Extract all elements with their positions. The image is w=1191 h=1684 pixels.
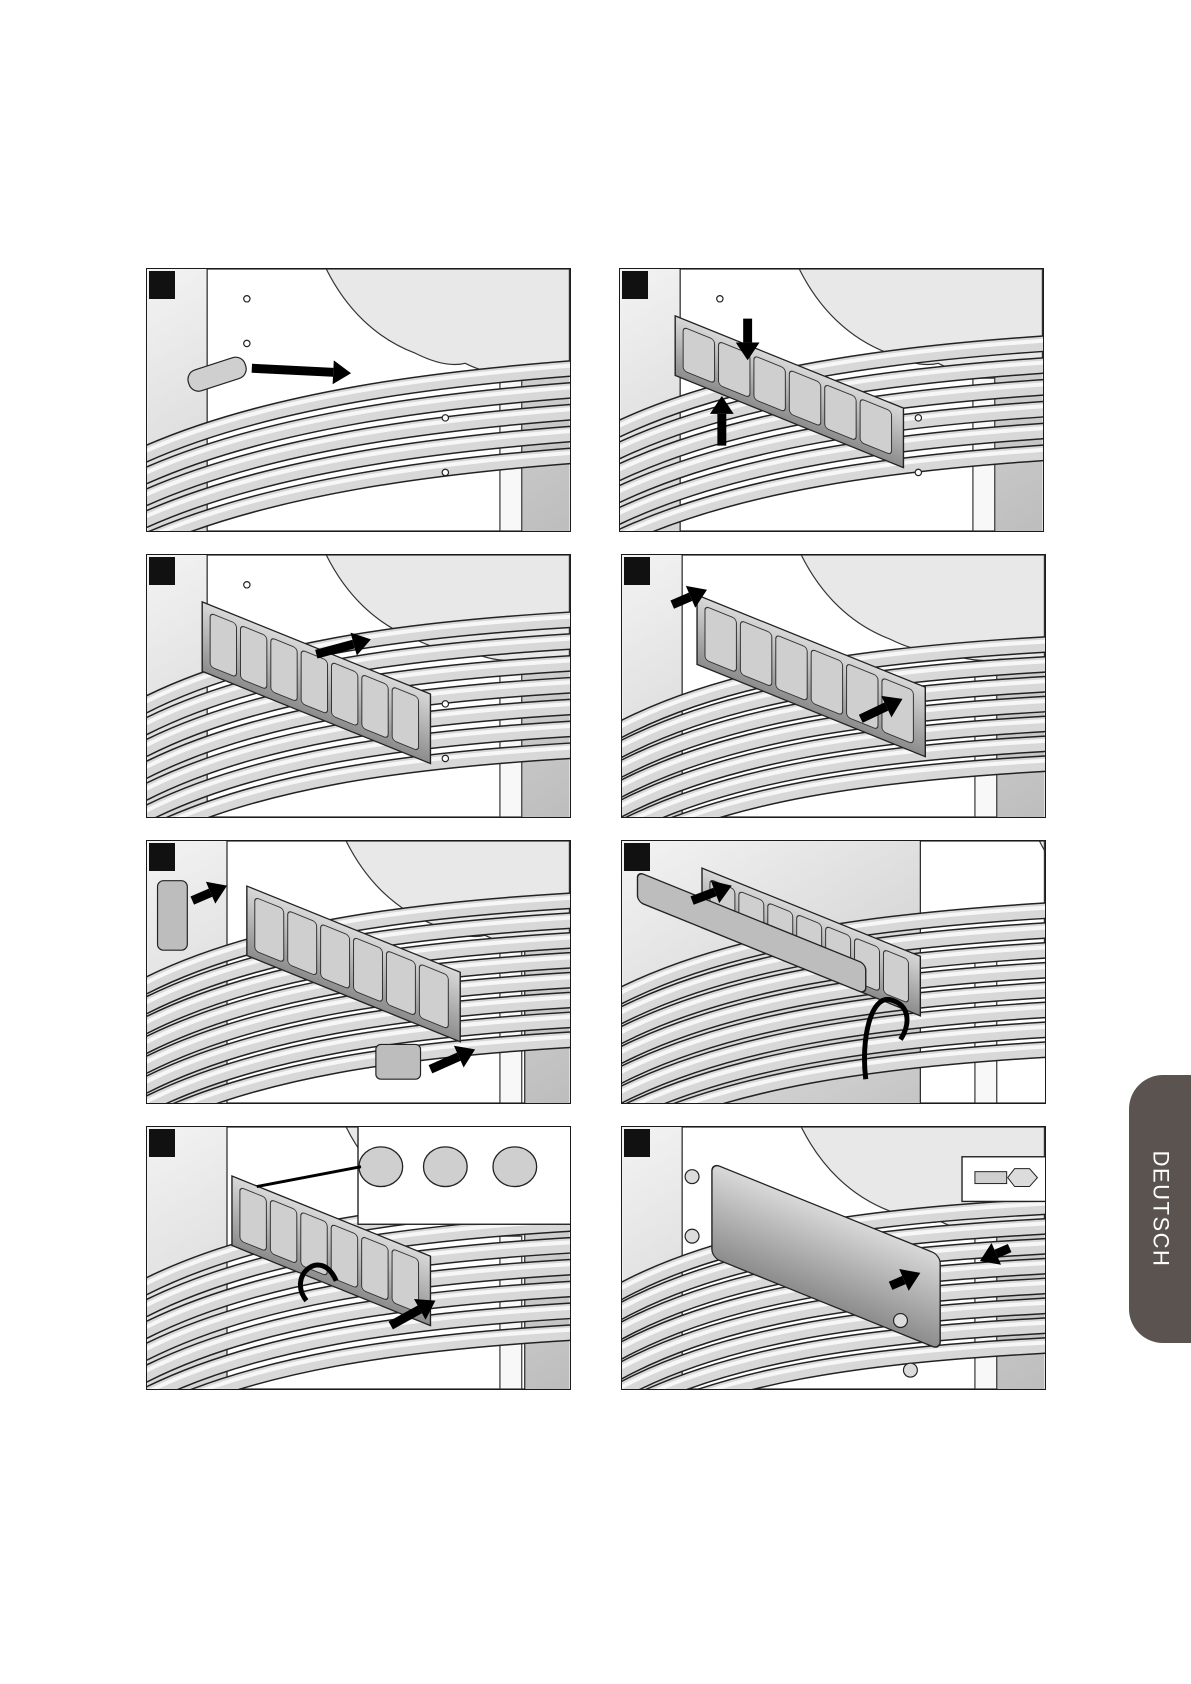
sealing-module-detail [424, 1147, 468, 1187]
mounting-hole [442, 701, 448, 707]
sealing-module [301, 650, 327, 714]
mounting-hole [244, 582, 250, 588]
mounting-hole [442, 469, 448, 475]
mounting-hole [442, 415, 448, 421]
step-number-marker [624, 843, 650, 871]
sealing-module [321, 924, 350, 989]
illustration-frame-with-modules [147, 841, 570, 1103]
sealing-module [270, 1199, 296, 1263]
sealing-module [240, 625, 266, 689]
sealing-module [362, 1236, 388, 1300]
illustration-frame-side-parts [620, 269, 1043, 531]
figure-step-8 [621, 1126, 1046, 1390]
step-number-marker [149, 557, 175, 585]
step-number-marker [624, 1129, 650, 1157]
sealing-module [255, 897, 284, 962]
sealing-module [354, 937, 383, 1002]
step-number-marker [149, 1129, 175, 1157]
sealing-module [240, 1187, 266, 1251]
mounting-hole [717, 296, 723, 302]
mounting-hole [244, 340, 250, 346]
figure-step-5 [146, 840, 571, 1104]
side-part [158, 881, 188, 950]
sealing-module [362, 674, 388, 738]
screw-head [903, 1363, 917, 1377]
illustration-screw-fastening [622, 1127, 1045, 1389]
sealing-module [271, 638, 297, 702]
language-tab-label: DEUTSCH [1147, 1151, 1173, 1268]
sealing-module [331, 662, 357, 726]
mounting-hole [442, 755, 448, 761]
illustration-module-detail [147, 1127, 570, 1389]
sealing-module-loose [376, 1044, 421, 1079]
direction-arrow [252, 368, 333, 372]
screw-head [685, 1229, 699, 1243]
sealing-module-detail [493, 1147, 537, 1187]
direction-arrow [996, 1248, 1009, 1254]
screw [975, 1172, 1007, 1184]
language-tab: DEUTSCH [1129, 1075, 1191, 1343]
figure-step-1 [146, 268, 571, 532]
figure-step-4 [621, 554, 1046, 818]
screw-head [894, 1314, 908, 1328]
sealing-module [386, 950, 415, 1015]
illustration-wall-opening [147, 269, 570, 531]
illustration-frame-push-modules [622, 555, 1045, 817]
step-number-marker [624, 557, 650, 585]
sealing-module-detail [359, 1147, 403, 1187]
step-number-marker [149, 843, 175, 871]
illustration-frame-clamp-bar [622, 841, 1045, 1103]
sealing-module [288, 911, 317, 976]
figure-step-7 [146, 1126, 571, 1390]
mounting-hole [915, 469, 921, 475]
screw-head [685, 1170, 699, 1184]
illustration-frame-top-pieces [147, 555, 570, 817]
figure-step-2 [619, 268, 1044, 532]
direction-arrow [891, 1280, 904, 1286]
mounting-hole [244, 296, 250, 302]
sealing-module [392, 1249, 418, 1313]
figure-step-3 [146, 554, 571, 818]
sealing-module [419, 964, 448, 1029]
sealing-module [392, 687, 418, 751]
mounting-hole [915, 415, 921, 421]
sealing-module [210, 613, 236, 677]
step-number-marker [149, 271, 175, 299]
step-number-marker [622, 271, 648, 299]
figure-step-6 [621, 840, 1046, 1104]
